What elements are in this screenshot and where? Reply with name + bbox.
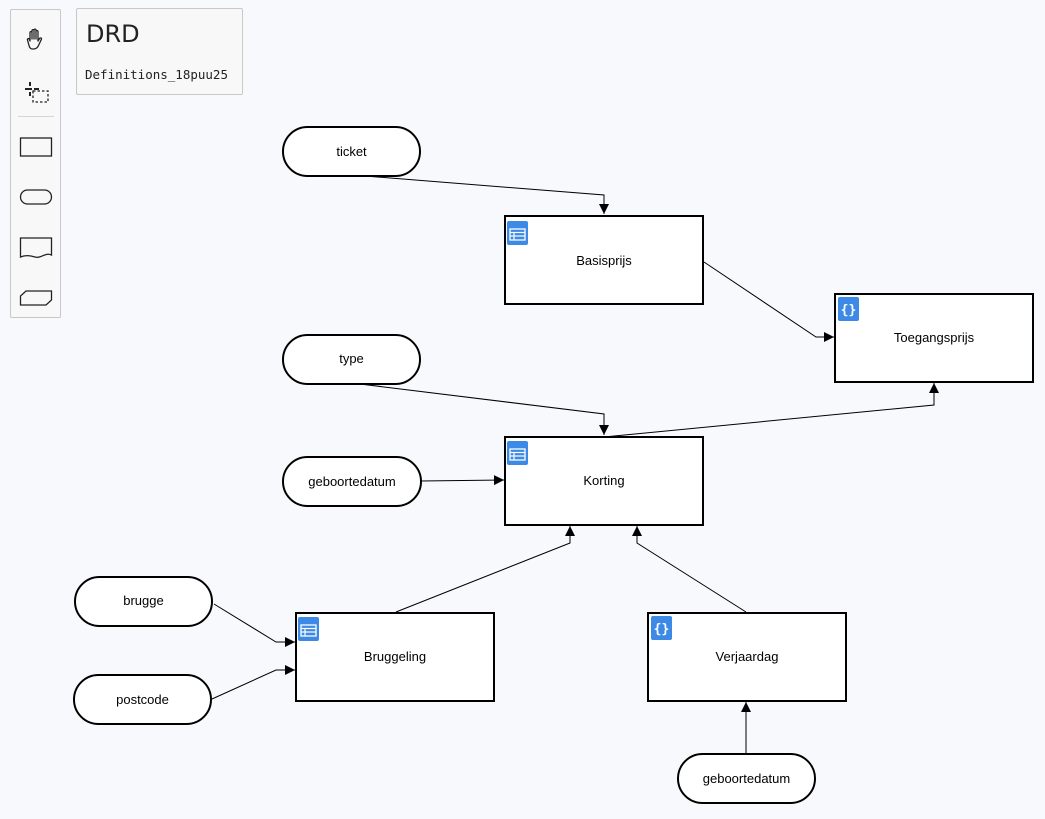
decision-toegangsprijs-label: Toegangsprijs [894,330,975,345]
input-geboortedatum-2-label: geboortedatum [703,771,790,786]
literal-expression-icon: {} [651,616,672,640]
create-input-data-button[interactable] [16,177,56,217]
svg-text:{}: {} [841,303,857,318]
definitions-id[interactable]: Definitions_18puu25 [85,67,228,82]
palette-separator [18,116,54,117]
connection-bruggeling-korting[interactable] [395,526,575,613]
input-postcode[interactable]: postcode [73,674,212,725]
bkm-icon [19,290,53,306]
lasso-tool-button[interactable] [16,71,56,111]
decision-table-icon [507,441,528,465]
svg-text:{}: {} [654,622,670,637]
input-geboortedatum-2[interactable]: geboortedatum [677,753,816,804]
connection-korting-toegangsprijs[interactable] [603,383,939,438]
input-brugge[interactable]: brugge [74,576,213,627]
decision-basisprijs[interactable]: Basisprijs [504,215,704,305]
decision-bruggeling[interactable]: Bruggeling [295,612,495,702]
connection-postcode-bruggeling[interactable] [211,665,295,700]
definitions-title[interactable]: DRD [86,20,140,48]
input-ticket[interactable]: ticket [282,126,421,177]
connection-basisprijs-toegangsprijs[interactable] [703,261,834,342]
literal-expression-icon: {} [838,297,859,321]
connection-type-korting[interactable] [351,382,609,435]
input-postcode-label: postcode [116,692,169,707]
knowledge-source-icon [19,237,53,259]
decision-table-icon [507,221,528,245]
connection-ticket-basisprijs[interactable] [351,174,609,214]
input-brugge-label: brugge [123,593,163,608]
create-knowledge-source-button[interactable] [16,228,56,268]
decision-basisprijs-label: Basisprijs [576,253,632,268]
decision-verjaardag-label: Verjaardag [716,649,779,664]
hand-icon [26,28,43,50]
connection-brugge-bruggeling[interactable] [213,603,295,647]
connections [211,174,939,753]
hand-tool-button[interactable] [16,20,56,60]
decision-korting[interactable]: Korting [504,436,704,526]
decision-rect-icon [19,137,53,157]
definitions-panel[interactable]: DRD Definitions_18puu25 [76,8,243,95]
input-data-icon [19,189,53,205]
decision-table-icon [298,617,319,641]
input-type[interactable]: type [282,334,421,385]
connection-verjaardag-korting[interactable] [632,526,747,613]
tool-palette [10,9,61,318]
connection-geboortedatum-korting[interactable] [420,475,505,486]
decision-korting-label: Korting [583,473,624,488]
lasso-icon [25,82,49,103]
input-geboortedatum-label: geboortedatum [308,474,395,489]
decision-toegangsprijs[interactable]: {} Toegangsprijs [834,293,1034,383]
decision-bruggeling-label: Bruggeling [364,649,426,664]
input-geboortedatum[interactable]: geboortedatum [282,456,422,507]
create-bkm-button[interactable] [16,278,56,318]
input-type-label: type [339,351,364,366]
create-decision-button[interactable] [16,127,56,167]
decision-verjaardag[interactable]: {} Verjaardag [647,612,847,702]
input-ticket-label: ticket [336,144,367,159]
